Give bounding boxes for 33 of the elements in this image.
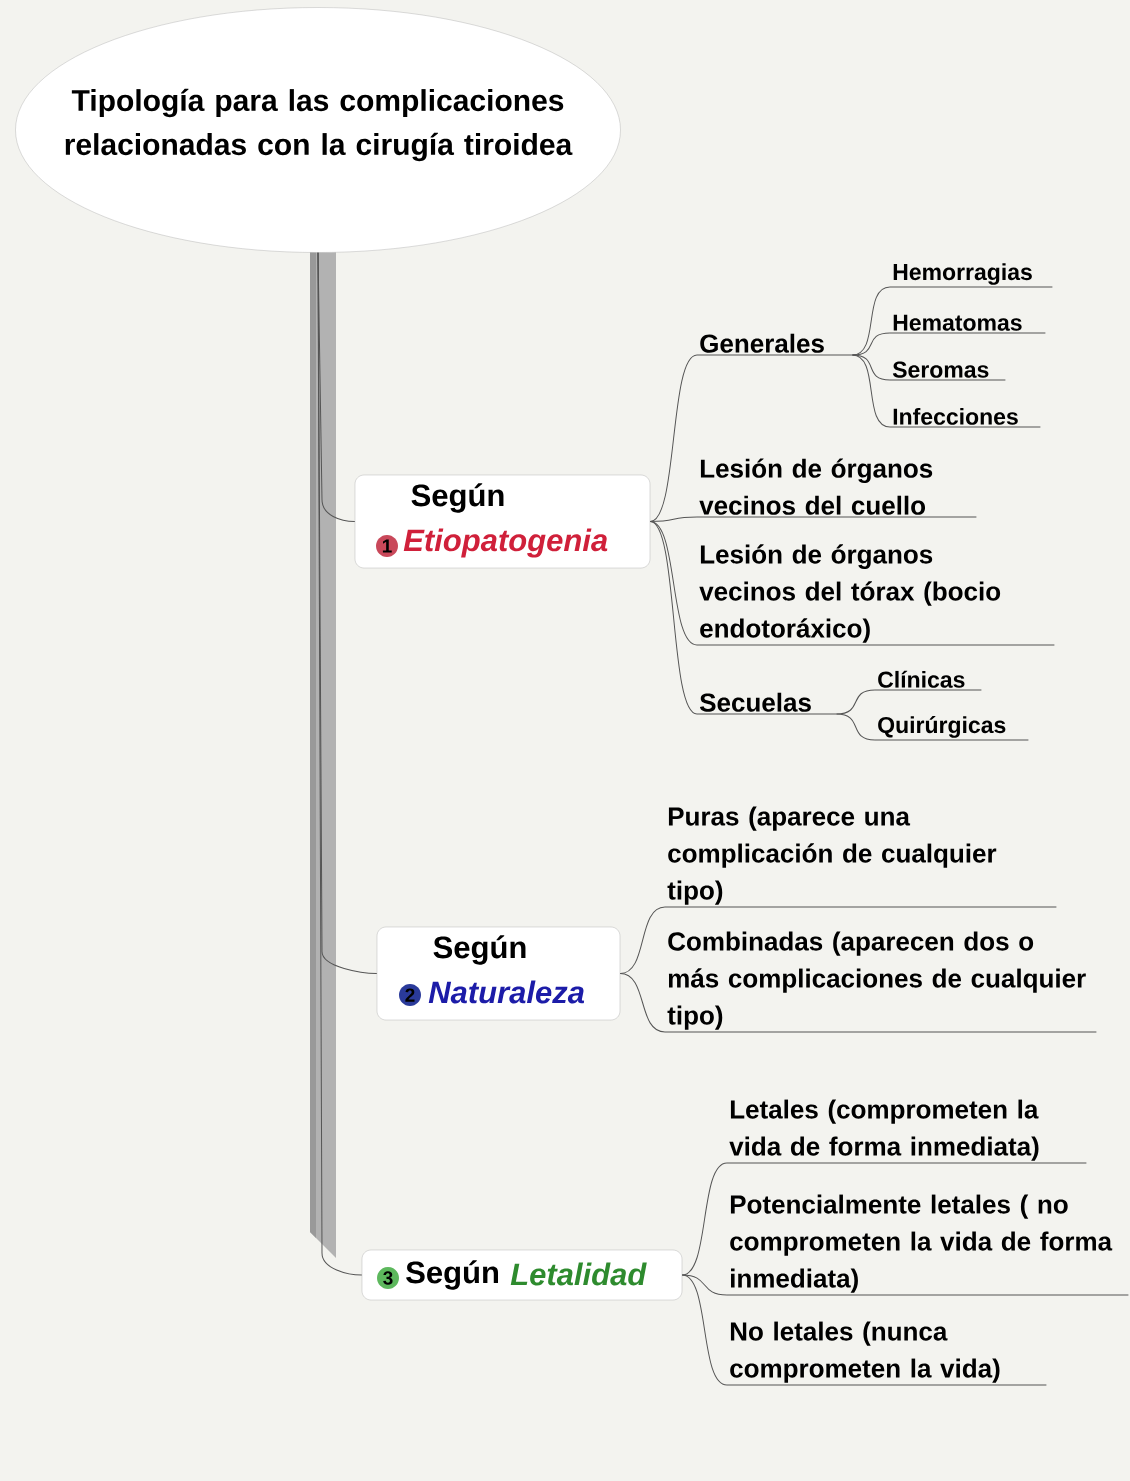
topic-text: No letales (nunca comprometen la vida) — [726, 1321, 1047, 1386]
connector-line — [619, 973, 666, 1033]
topic-text: Secuelas — [696, 692, 837, 715]
topic-text: Hematomas — [889, 314, 1046, 334]
topic-text: Hemorragias — [889, 263, 1053, 288]
topic-text: Combinadas (aparecen dos o más complicaciones de cualquier tipo) — [664, 931, 1097, 1033]
heading-text: Según — [433, 935, 526, 965]
topic-text: Puras (aparece una complicación de cualquier tipo) — [664, 806, 1057, 908]
connector-line — [649, 521, 698, 715]
topic-text: Clínicas — [874, 670, 982, 691]
category-text: Etiopatogenia — [403, 528, 608, 558]
topic-text: Letales (comprometen la vida de forma inmediata) — [726, 1099, 1087, 1164]
connector-line — [649, 354, 698, 522]
topic-text: Quirúrgicas — [874, 716, 1029, 741]
topic-text: Potencialmente letales ( no comprometen la vida de forma inmediata) — [726, 1194, 1129, 1296]
connector-line — [681, 1274, 728, 1296]
connector-line — [681, 1274, 728, 1386]
topic-text: Lesión de órganos vecinos del cuello — [696, 458, 977, 518]
topic-text: Seromas — [889, 361, 1006, 381]
connector-line — [317, 252, 363, 1276]
connector-line — [851, 354, 891, 381]
number-badge: 1 — [376, 535, 398, 557]
topic-text: Infecciones — [889, 407, 1041, 428]
topic-text: Generales — [696, 333, 853, 356]
heading-text: Según — [411, 483, 504, 513]
category-text: Naturaleza — [428, 980, 585, 1004]
connector-line — [851, 354, 891, 428]
number-badge: 3 — [377, 1267, 399, 1289]
category-text: Letalidad — [510, 1262, 647, 1286]
number-badge: 2 — [399, 984, 421, 1006]
topic-text: Lesión de órganos vecinos del tórax (bocio endotoráxico) — [696, 544, 1055, 646]
connector-line — [835, 713, 876, 741]
heading-text: Según — [406, 1260, 498, 1290]
